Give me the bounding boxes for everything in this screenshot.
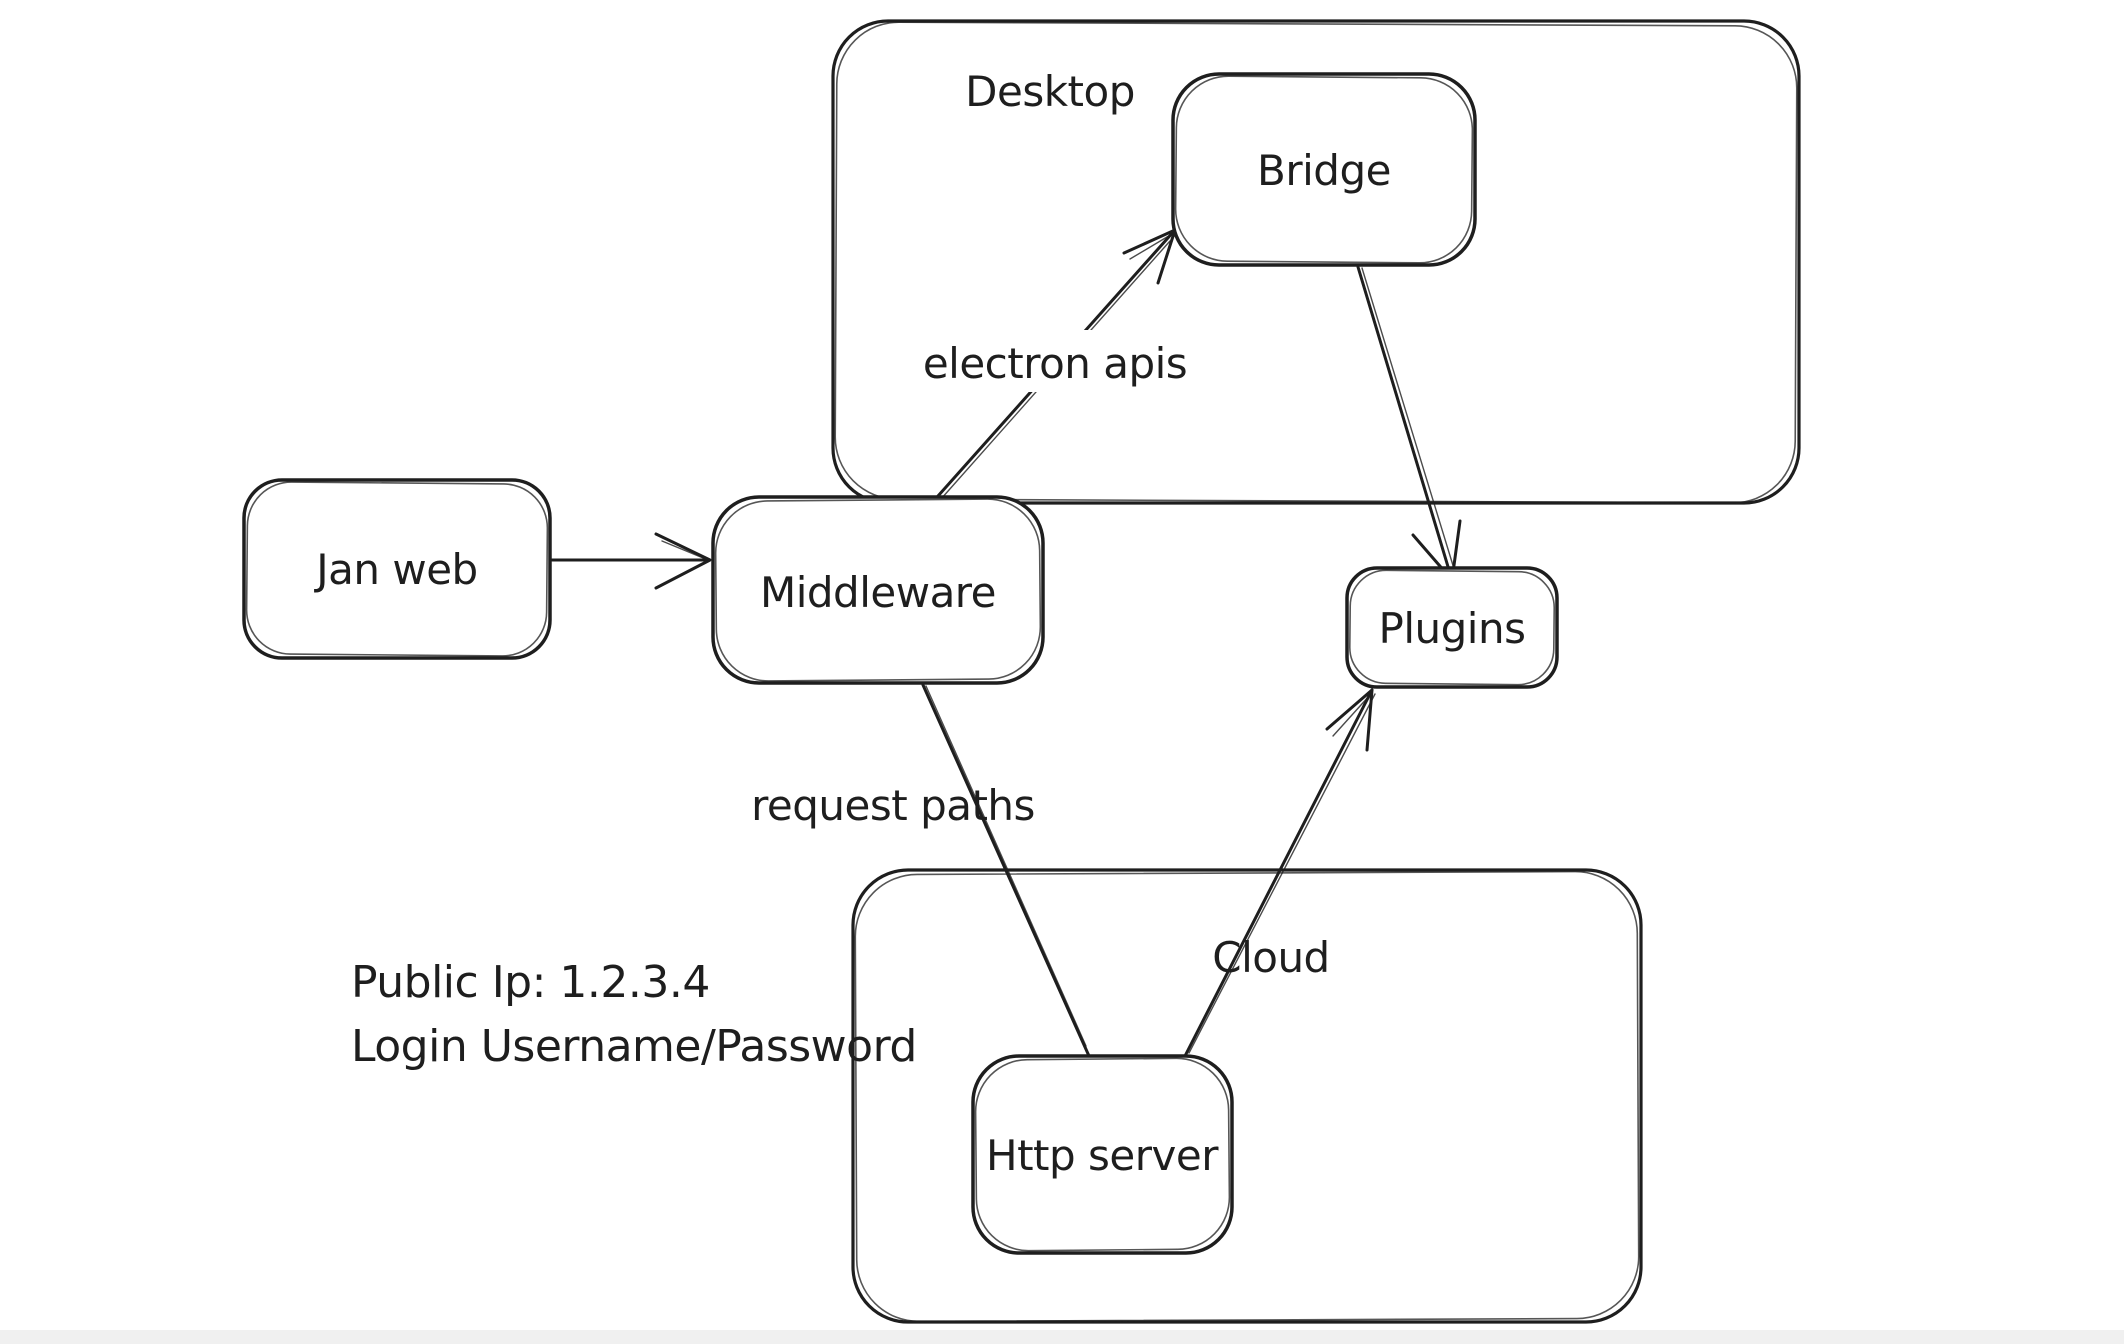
- edge-label-electron-apis-bg: [905, 330, 1205, 392]
- node-plugins-label: Plugins: [1379, 604, 1526, 653]
- node-bridge[interactable]: Bridge: [1171, 72, 1477, 267]
- edge-http-server-to-plugins[interactable]: [1183, 688, 1376, 1058]
- edge-middleware-to-http-server[interactable]: [921, 683, 1091, 1058]
- edge-label-electron-apis: electron apis: [923, 339, 1187, 388]
- node-plugins[interactable]: Plugins: [1345, 566, 1559, 689]
- container-cloud[interactable]: [851, 868, 1643, 1324]
- node-http-server-label: Http server: [986, 1131, 1219, 1180]
- edge-label-request-paths: request paths: [751, 781, 1035, 830]
- annotation-login: Login Username/Password: [351, 1021, 917, 1072]
- page-edge-strip: [0, 1330, 2124, 1344]
- node-http-server[interactable]: Http server: [971, 1054, 1234, 1255]
- edge-bridge-to-plugins[interactable]: [1356, 265, 1462, 582]
- node-middleware[interactable]: Middleware: [711, 495, 1045, 685]
- annotation-credentials[interactable]: Public Ip: 1.2.3.4 Login Username/Passwo…: [351, 957, 917, 1072]
- node-jan-web[interactable]: Jan web: [242, 478, 552, 660]
- node-middleware-label: Middleware: [760, 568, 996, 617]
- node-jan-web-label: Jan web: [313, 545, 477, 594]
- node-bridge-label: Bridge: [1257, 146, 1391, 195]
- annotation-public-ip: Public Ip: 1.2.3.4: [351, 957, 710, 1008]
- container-desktop[interactable]: Desktop: [831, 19, 1801, 505]
- container-desktop-label: Desktop: [965, 67, 1135, 116]
- edge-jan-web-to-middleware[interactable]: [550, 532, 712, 590]
- container-cloud-label: Cloud: [1212, 933, 1329, 982]
